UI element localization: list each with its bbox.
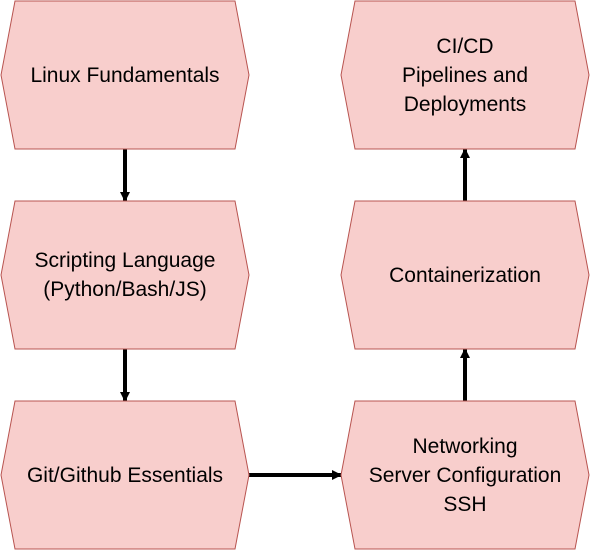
- node-shape-containerization: [340, 200, 590, 350]
- node-shape-git: [0, 400, 250, 550]
- edges: [120, 148, 470, 480]
- node-shape-scripting: [0, 200, 250, 350]
- node-shape-cicd: [340, 0, 590, 150]
- node-shape-linux: [0, 0, 250, 150]
- node-shape-networking: [340, 400, 590, 550]
